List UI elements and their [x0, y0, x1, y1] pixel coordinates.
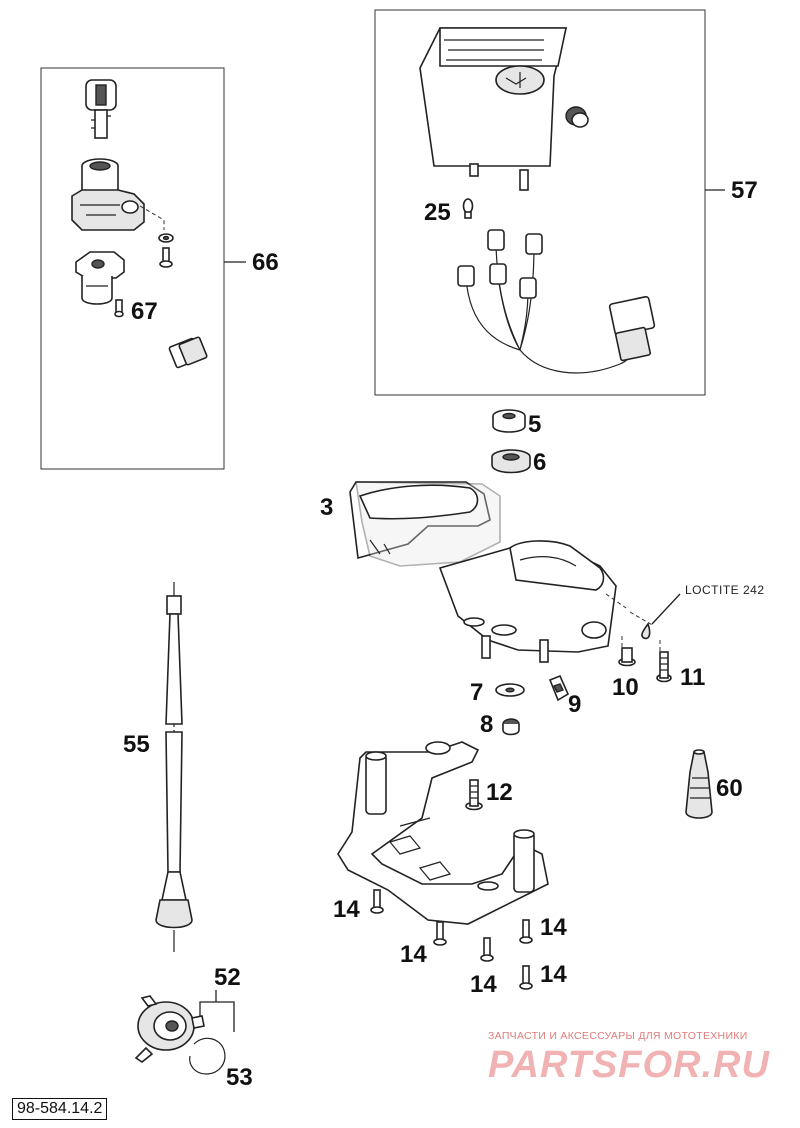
nut-8 — [502, 718, 520, 736]
washer-7 — [495, 683, 525, 697]
screw-14-b — [433, 921, 447, 946]
label-14-b: 14 — [400, 941, 427, 968]
ignition-lock-housing — [71, 158, 145, 231]
reference-number: 98-584.14.2 — [12, 1098, 108, 1120]
screw-10 — [618, 647, 636, 667]
label-52: 52 — [214, 964, 241, 991]
label-14-e: 14 — [540, 961, 567, 988]
loctite-label: LOCTITE 242 — [685, 583, 765, 597]
label-55: 55 — [123, 731, 150, 758]
screw-14-c — [519, 919, 533, 944]
ignition-lock-group-frame — [40, 67, 225, 470]
label-60: 60 — [716, 775, 743, 802]
label-67: 67 — [131, 298, 158, 325]
watermark-caption: ЗАПЧАСТИ И АКСЕССУАРЫ ДЛЯ МОТОТЕХНИКИ — [488, 1030, 748, 1042]
label-25: 25 — [424, 199, 451, 226]
label-5: 5 — [528, 411, 541, 438]
label-14-c: 14 — [540, 914, 567, 941]
screw-11 — [656, 651, 672, 683]
speedometer-unit — [419, 27, 589, 191]
loctite-tube-60 — [685, 749, 713, 819]
label-8: 8 — [480, 711, 493, 738]
circlip-53 — [189, 1037, 226, 1075]
label-10: 10 — [612, 674, 639, 701]
screw-14-d — [480, 937, 494, 962]
ignition-key — [85, 79, 117, 139]
bracket-52 — [199, 1001, 235, 1032]
label-7: 7 — [470, 679, 483, 706]
screw-12 — [465, 779, 483, 811]
label-57: 57 — [731, 177, 758, 204]
instrument-bracket-3 — [349, 481, 617, 663]
bulb-25 — [462, 198, 474, 219]
loctite-drop — [641, 622, 651, 640]
speedometer-group-frame — [374, 9, 706, 396]
screw-14-e — [519, 965, 533, 990]
ignition-wiring — [90, 306, 208, 444]
label-14-d: 14 — [470, 971, 497, 998]
screw-14-a — [370, 889, 384, 914]
loctite-leader — [651, 593, 681, 625]
label-11: 11 — [680, 664, 705, 691]
label-12: 12 — [486, 779, 513, 806]
label-53: 53 — [226, 1064, 253, 1091]
grommet-6 — [491, 449, 531, 474]
ignition-screw-67 — [114, 299, 124, 318]
label-3: 3 — [320, 494, 333, 521]
ignition-switch-body — [75, 251, 125, 305]
ignition-lock-screw — [159, 247, 173, 268]
speedometer-cable-55 — [155, 582, 193, 952]
speedometer-wiring-harness — [457, 229, 656, 374]
watermark-logo: PARTSFOR.RU — [488, 1044, 770, 1086]
label-9: 9 — [568, 691, 581, 718]
label-66: 66 — [252, 249, 279, 276]
label-14-a: 14 — [333, 896, 360, 923]
speedometer-drive-52 — [134, 995, 205, 1063]
grommet-5 — [492, 409, 526, 433]
ignition-washer — [158, 233, 174, 243]
clip-nut-9 — [548, 674, 570, 702]
lower-bracket-plate — [337, 741, 549, 925]
ignition-lock-dash-line — [139, 205, 165, 230]
label-6: 6 — [533, 449, 546, 476]
